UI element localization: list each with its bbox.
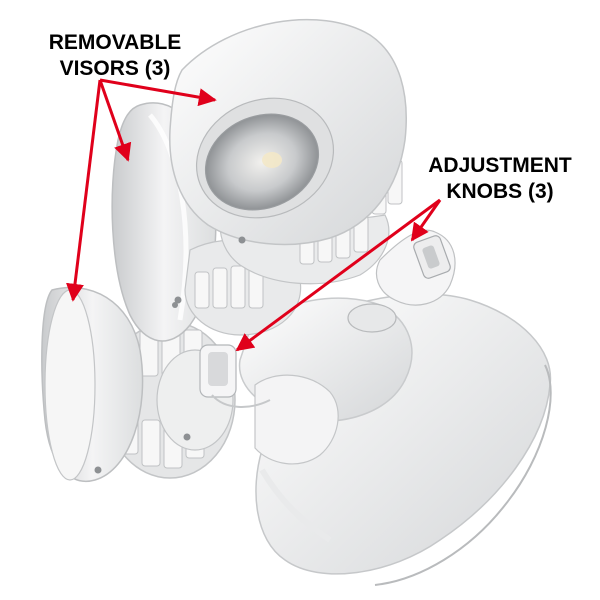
- removable-visors-label: REMOVABLE VISORS (3): [30, 30, 200, 82]
- arrow-to-middle-visor: [98, 79, 132, 162]
- knobs-label-line2: KNOBS (3): [446, 180, 554, 203]
- knobs-label-line1: ADJUSTMENT: [428, 154, 572, 177]
- arrow-to-top-visor: [99, 78, 217, 107]
- visor-callout-arrows: [66, 78, 217, 302]
- center-mount: [238, 297, 413, 465]
- front-adjustment-knob: [199, 344, 271, 408]
- knob-callout-arrows: [235, 198, 442, 352]
- arrow-to-upper-knob: [410, 199, 442, 242]
- arrow-to-front-knob: [235, 198, 441, 352]
- adjustment-knobs-label: ADJUSTMENT KNOBS (3): [412, 153, 588, 205]
- upper-adjustment-knob: [375, 229, 456, 306]
- arrow-to-left-visor: [66, 79, 102, 302]
- visors-label-line2: VISORS (3): [59, 57, 171, 80]
- left-visor: [41, 286, 144, 482]
- visors-label-line1: REMOVABLE: [48, 31, 182, 54]
- top-visor: [169, 18, 407, 246]
